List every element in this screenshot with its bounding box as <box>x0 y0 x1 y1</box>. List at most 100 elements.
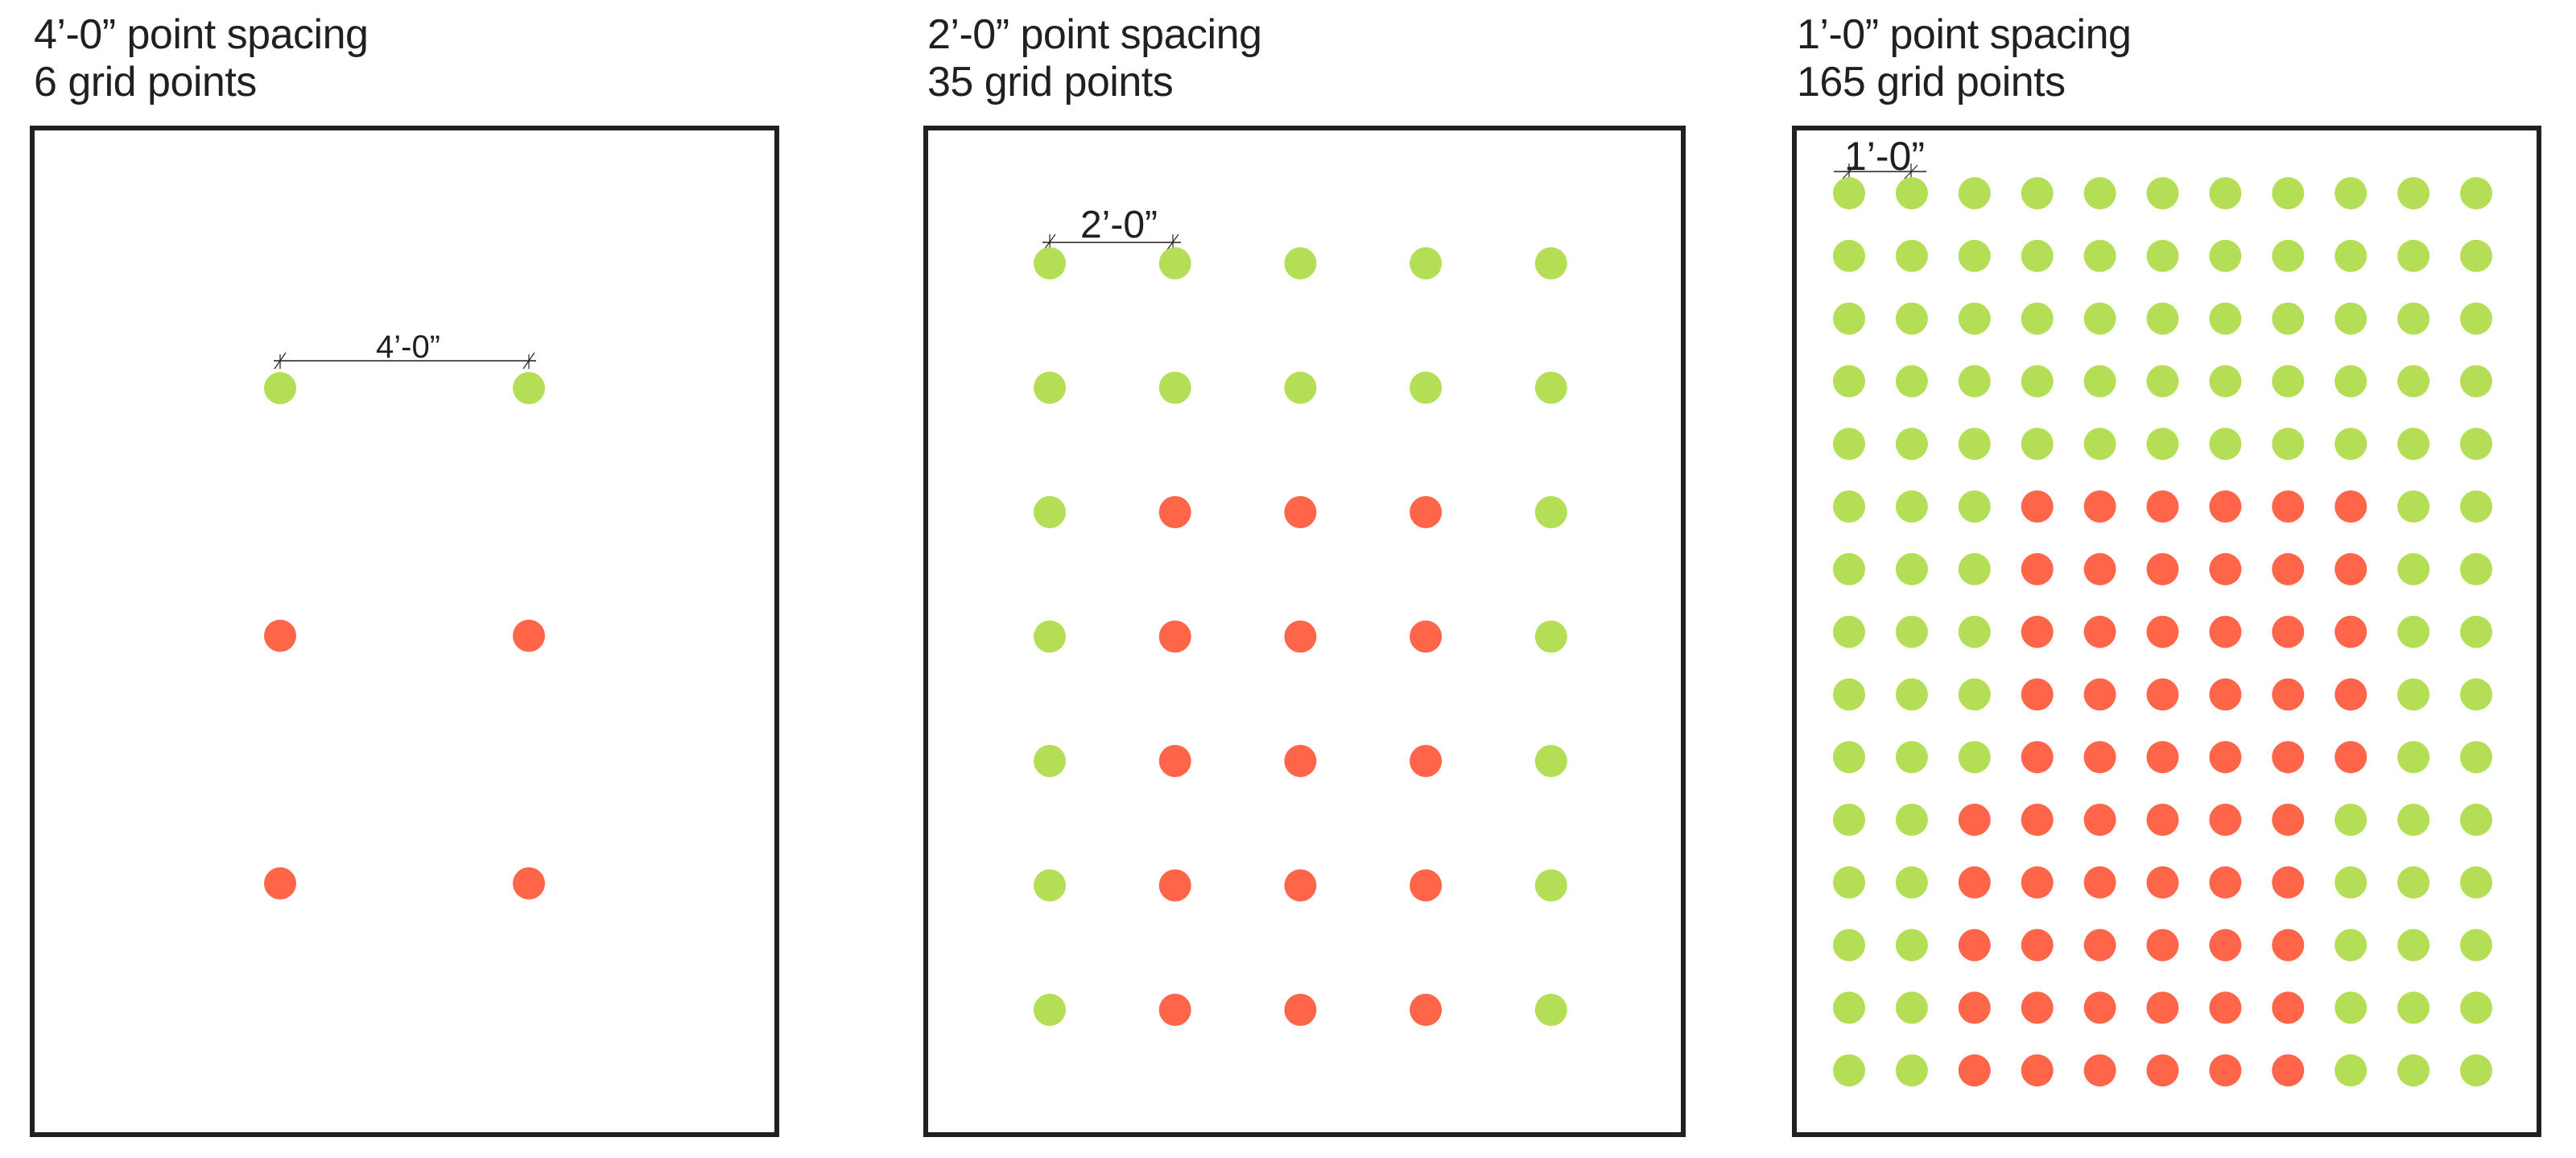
grid-point-green <box>1958 239 1991 272</box>
grid-point-red <box>2272 804 2305 836</box>
grid-point-red <box>1958 1054 1991 1087</box>
grid-point-red <box>2146 866 2179 899</box>
grid-point-green <box>2334 302 2368 335</box>
grid-point-green <box>2272 428 2305 461</box>
grid-point-green <box>2397 928 2430 962</box>
grid-point-red <box>1410 994 1443 1026</box>
grid-point-green <box>1895 1054 1928 1087</box>
grid-point-green <box>2460 239 2492 272</box>
grid-point-red <box>1410 496 1443 528</box>
grid-point-green <box>2397 991 2430 1024</box>
grid-point-red <box>2209 615 2242 648</box>
grid-point-green <box>2397 177 2430 209</box>
panel-1-dimension-label: 4’-0” <box>376 329 440 365</box>
grid-point-green <box>2083 239 2116 272</box>
grid-point-green <box>264 372 296 404</box>
grid-point-green <box>2209 177 2242 209</box>
grid-point-green <box>2460 428 2492 461</box>
grid-point-green <box>2334 177 2368 209</box>
grid-point-green <box>2146 365 2179 398</box>
grid-point-green <box>2397 302 2430 335</box>
grid-point-green <box>2146 177 2179 209</box>
grid-point-red <box>2209 678 2242 711</box>
grid-point-green <box>1034 371 1066 404</box>
grid-point-red <box>1284 620 1317 653</box>
grid-point-red <box>2334 490 2368 523</box>
grid-point-red <box>1958 804 1991 836</box>
grid-point-red <box>2272 866 2305 899</box>
grid-point-green <box>1895 866 1928 899</box>
grid-point-green <box>2146 302 2179 335</box>
grid-point-red <box>2083 490 2116 523</box>
grid-point-green <box>2397 741 2430 774</box>
grid-point-red <box>2209 741 2242 774</box>
grid-point-red <box>2272 552 2305 585</box>
grid-point-red <box>513 867 545 900</box>
grid-point-red <box>2083 1054 2116 1087</box>
grid-point-red <box>513 619 545 652</box>
grid-point-red <box>1284 496 1317 528</box>
grid-point-green <box>2460 804 2492 836</box>
grid-point-red <box>1410 620 1443 653</box>
grid-point-green <box>1895 490 1928 523</box>
grid-point-green <box>1534 620 1567 653</box>
grid-point-green <box>2397 239 2430 272</box>
grid-point-red <box>1958 928 1991 962</box>
grid-point-red <box>2083 991 2116 1024</box>
grid-point-green <box>1833 615 1865 648</box>
grid-point-green <box>2334 928 2368 962</box>
grid-point-red <box>2021 552 2054 585</box>
grid-point-green <box>2460 177 2492 209</box>
grid-point-red <box>1284 869 1317 902</box>
grid-point-green <box>2460 615 2492 648</box>
grid-point-green <box>2272 302 2305 335</box>
panel-2-grid-points <box>1034 247 1567 1026</box>
grid-point-red <box>2334 552 2368 585</box>
grid-point-green <box>1833 741 1865 774</box>
grid-point-green <box>2334 991 2368 1024</box>
grid-point-red <box>1284 994 1317 1026</box>
grid-point-green <box>1895 552 1928 585</box>
grid-point-green <box>2146 239 2179 272</box>
grid-point-red <box>1158 745 1191 777</box>
grid-point-green <box>1958 177 1991 209</box>
panel-3-title: 1’-0” point spacing 165 grid points <box>1797 11 2132 106</box>
grid-point-green <box>1034 496 1066 528</box>
grid-point-green <box>2021 365 2054 398</box>
panel-2-title: 2’-0” point spacing 35 grid points <box>927 11 1262 106</box>
grid-point-green <box>2460 678 2492 711</box>
grid-point-green <box>1958 741 1991 774</box>
grid-point-green <box>2460 991 2492 1024</box>
grid-point-green <box>513 372 545 404</box>
panel-2-count-label: 35 grid points <box>927 59 1174 105</box>
grid-point-green <box>1895 615 1928 648</box>
grid-point-green <box>1958 615 1991 648</box>
grid-point-green <box>1895 365 1928 398</box>
grid-point-green <box>1534 247 1567 279</box>
grid-point-green <box>1833 490 1865 523</box>
grid-point-green <box>1895 928 1928 962</box>
grid-point-red <box>2209 552 2242 585</box>
grid-point-green <box>2083 365 2116 398</box>
grid-point-red <box>2021 678 2054 711</box>
panel-1-spacing-label: 4’-0” point spacing <box>34 11 369 58</box>
grid-point-green <box>2397 490 2430 523</box>
grid-point-green <box>2460 365 2492 398</box>
grid-point-red <box>1284 745 1317 777</box>
grid-point-green <box>1833 928 1865 962</box>
panel-1-count-label: 6 grid points <box>34 59 257 105</box>
grid-point-green <box>2334 866 2368 899</box>
grid-point-green <box>2460 928 2492 962</box>
grid-point-green <box>1958 365 1991 398</box>
panel-1-grid-points <box>264 372 545 900</box>
panel-1-frame <box>30 126 779 1137</box>
grid-point-green <box>2272 365 2305 398</box>
panel-3-count-label: 165 grid points <box>1797 59 2066 105</box>
grid-point-red <box>2272 490 2305 523</box>
grid-point-red <box>2209 866 2242 899</box>
grid-point-red <box>2021 804 2054 836</box>
grid-point-red <box>2209 928 2242 962</box>
grid-point-green <box>1534 745 1567 777</box>
grid-point-green <box>1833 365 1865 398</box>
